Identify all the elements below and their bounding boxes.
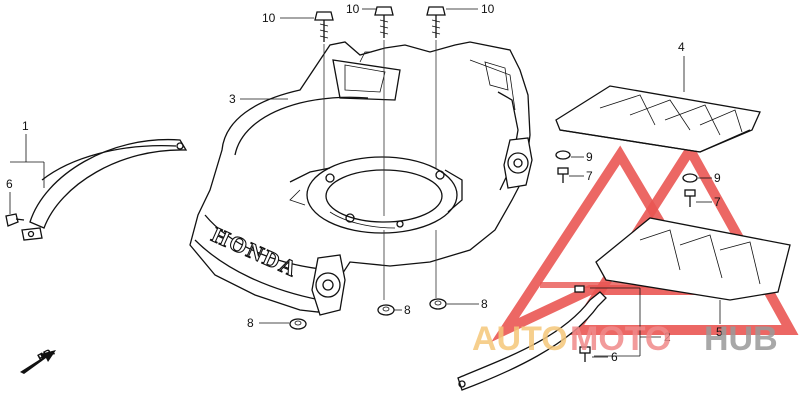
watermark-hub: HUB <box>704 320 778 358</box>
bolt-7-upper <box>557 167 569 183</box>
bolt-10-right <box>426 6 446 38</box>
callout-10-middle: 10 <box>346 2 376 16</box>
nut-8-left <box>289 318 307 330</box>
callout-8-middle: 8 <box>394 303 411 317</box>
callout-8-left: 8 <box>247 316 289 330</box>
watermark-auto: AUTO <box>472 320 568 358</box>
bolt-6-left <box>5 213 25 227</box>
svg-text:6: 6 <box>611 350 618 364</box>
svg-text:8: 8 <box>481 297 488 311</box>
front-arrow-label: FR. <box>36 346 57 365</box>
rear-deflector-lower <box>595 217 791 301</box>
svg-text:9: 9 <box>586 150 593 164</box>
svg-text:6: 6 <box>6 177 13 191</box>
callout-7-lower: 7 <box>696 195 721 209</box>
front-wheel-bracket <box>311 254 346 316</box>
washer-9-lower <box>682 173 698 183</box>
svg-text:4: 4 <box>678 40 685 54</box>
callout-6-right: 6 <box>592 350 618 364</box>
bolt-2-top <box>574 285 585 293</box>
callout-9-upper: 9 <box>571 150 593 164</box>
callout-1: 1 <box>10 119 45 188</box>
bolt-10-middle <box>374 6 394 38</box>
callout-10-left: 10 <box>262 11 314 25</box>
callout-5: 5 <box>716 300 723 339</box>
svg-text:3: 3 <box>229 92 236 106</box>
mower-deck: HONDA <box>189 41 533 316</box>
svg-text:7: 7 <box>714 195 721 209</box>
svg-text:10: 10 <box>346 2 360 16</box>
svg-text:8: 8 <box>404 303 411 317</box>
svg-text:2: 2 <box>664 330 671 344</box>
svg-text:10: 10 <box>262 11 276 25</box>
watermark-text: AUTO MOTO HUB <box>472 320 778 358</box>
front-skirt-strap <box>21 138 188 241</box>
front-direction-arrow: FR. <box>20 346 57 374</box>
bolt-10-left <box>314 11 334 42</box>
callout-4: 4 <box>678 40 685 92</box>
washer-9-upper <box>555 150 571 160</box>
svg-text:5: 5 <box>716 325 723 339</box>
rear-deflector-upper <box>555 85 761 153</box>
nut-8-middle <box>377 304 395 316</box>
bolt-7-lower <box>684 189 696 207</box>
svg-text:1: 1 <box>22 119 29 133</box>
bolt-6-right <box>579 346 591 362</box>
callout-9-lower: 9 <box>698 171 721 185</box>
callout-7-upper: 7 <box>569 169 593 183</box>
svg-text:8: 8 <box>247 316 254 330</box>
callout-2: 2 <box>590 287 671 357</box>
callout-10-right: 10 <box>446 2 495 16</box>
callout-6-left: 6 <box>6 177 13 214</box>
svg-text:7: 7 <box>586 169 593 183</box>
nut-8-right <box>429 298 447 310</box>
svg-text:10: 10 <box>481 2 495 16</box>
svg-text:9: 9 <box>714 171 721 185</box>
rear-wheel-bracket <box>503 137 533 189</box>
callout-3: 3 <box>229 92 288 106</box>
rear-strap <box>457 291 607 391</box>
callout-8-right: 8 <box>447 297 488 311</box>
watermark-moto: MOTO <box>570 320 671 358</box>
